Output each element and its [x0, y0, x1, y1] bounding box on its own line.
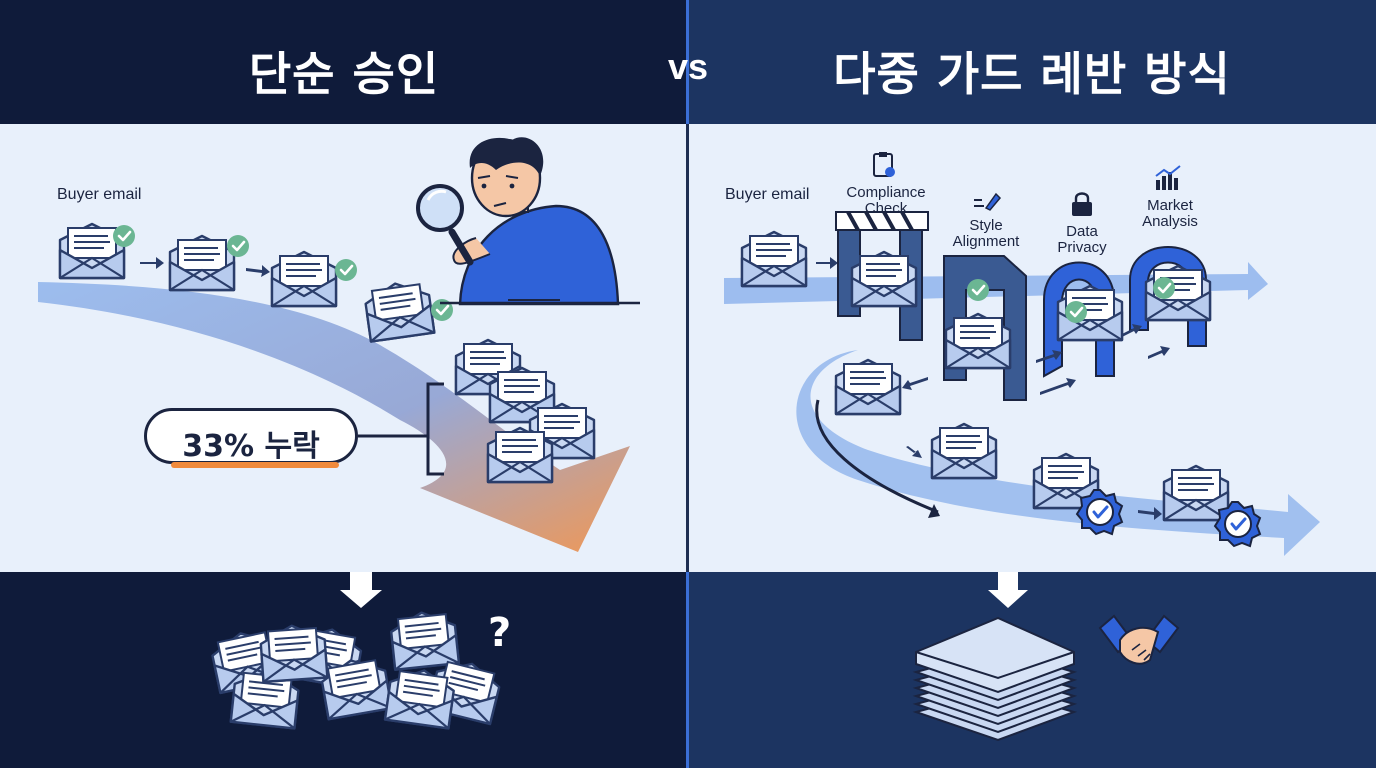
handshake-icon	[1098, 614, 1180, 665]
email-envelope	[270, 250, 338, 308]
lock-icon	[1072, 192, 1092, 216]
left-title: 단순 승인	[248, 47, 440, 101]
left-illustration: Buyer email	[38, 137, 640, 730]
reviewer-person-illustration	[440, 137, 640, 306]
approval-seal-icon	[1075, 488, 1124, 536]
question-mark-icon: ?	[488, 610, 511, 656]
gate-label-market-1: Market	[1147, 197, 1194, 214]
flow-arrow-icon	[816, 257, 838, 269]
flow-arrow-icon	[140, 257, 270, 277]
missing-rate-underline	[171, 462, 339, 468]
left-buyer-email-label: Buyer email	[57, 186, 141, 203]
check-icon	[225, 233, 251, 259]
email-envelope	[740, 230, 808, 288]
gate-label-compliance-1: Compliance	[846, 184, 925, 201]
approval-stream	[38, 282, 630, 552]
clipboard-check-icon	[873, 152, 895, 177]
check-icon	[111, 223, 137, 249]
email-envelope	[362, 277, 436, 343]
missing-rate-badge: 33% 누락	[144, 408, 358, 468]
missing-rate-text: 33% 누락	[182, 429, 320, 464]
gate-label-style-1: Style	[969, 217, 1002, 234]
down-arrow-icon	[340, 572, 382, 608]
down-arrow-icon	[988, 572, 1028, 608]
compliance-gate	[835, 211, 929, 341]
approval-seal-icon	[1213, 500, 1262, 548]
right-buyer-email-label: Buyer email	[725, 186, 809, 203]
left-header-band: 단순 승인	[0, 0, 688, 124]
magnifying-glass-icon	[416, 184, 474, 266]
gate-label-privacy-1: Data	[1066, 223, 1098, 240]
messy-email-pile	[207, 608, 505, 730]
right-panel-multi-guard: 다중 가드 레반 방식	[688, 0, 1376, 768]
email-envelope	[834, 358, 902, 416]
right-title: 다중 가드 레반 방식	[833, 47, 1231, 101]
flow-arrow-icon	[902, 324, 1170, 520]
email-envelope	[930, 422, 998, 480]
bar-chart-icon	[1155, 165, 1181, 190]
missing-bracket	[426, 382, 444, 476]
gate-label-privacy-2: Privacy	[1057, 239, 1107, 256]
right-header-band: 다중 가드 레반 방식	[688, 0, 1376, 124]
check-icon	[333, 257, 359, 283]
market-analysis-gate	[1129, 246, 1212, 347]
style-alignment-gate	[943, 255, 1027, 401]
gate-label-style-2: Alignment	[953, 233, 1021, 250]
data-privacy-gate	[1043, 261, 1124, 378]
left-panel-simple-approval: 단순 승인 Buyer	[0, 0, 688, 730]
curve-arrow-icon	[815, 399, 939, 514]
email-envelope	[486, 426, 554, 484]
neat-email-stack	[912, 616, 1078, 742]
gate-label-compliance-2: Check	[865, 200, 908, 217]
vs-label: vs	[667, 46, 709, 87]
right-illustration: Buyer email Compliance Check	[724, 152, 1320, 742]
gate-label-market-2: Analysis	[1142, 213, 1198, 230]
center-divider-mid	[686, 124, 689, 572]
email-envelope	[168, 234, 236, 292]
pen-icon	[974, 192, 1002, 211]
